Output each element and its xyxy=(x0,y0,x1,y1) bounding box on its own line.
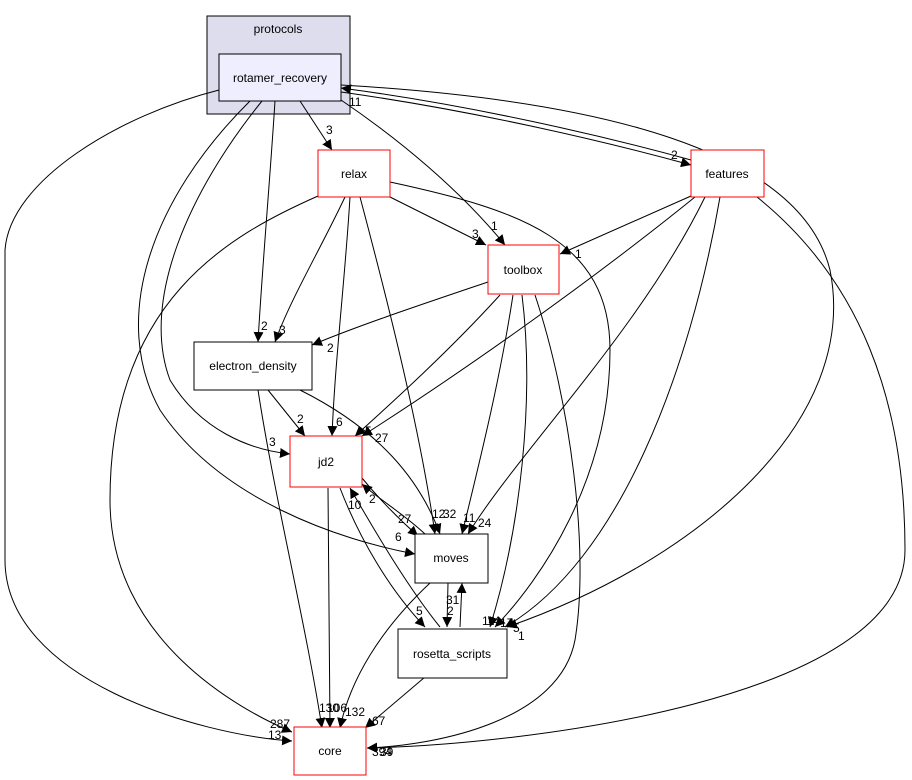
edge-features-moves xyxy=(467,196,706,535)
node-label: rosetta_scripts xyxy=(413,647,491,661)
edge-features-rr xyxy=(340,84,692,161)
edge-moves-rs xyxy=(442,582,453,628)
edges xyxy=(4,84,906,753)
edge-relax-rs xyxy=(389,181,611,628)
edge-label: 27 xyxy=(375,431,389,445)
node-label: toolbox xyxy=(504,263,543,277)
edge-rr-moves xyxy=(137,100,416,558)
edge-jd2-moves xyxy=(361,477,419,537)
edge-toolbox-jd2 xyxy=(354,294,501,437)
cluster-label: protocols xyxy=(254,22,303,36)
edge-label: 12 xyxy=(432,507,446,521)
edge-label: 130 xyxy=(319,701,339,715)
edge-relax-core xyxy=(109,195,319,733)
edge-label: 132 xyxy=(345,705,365,719)
edge-relax-jd2 xyxy=(327,196,351,437)
edge-label: 2 xyxy=(369,492,376,506)
edge-toolbox-moves xyxy=(459,294,514,535)
edge-toolbox-rs xyxy=(488,294,528,628)
edge-label: 6 xyxy=(395,530,402,544)
edge-rs-moves xyxy=(456,582,467,628)
edge-label: 2 xyxy=(327,341,334,355)
edge-label: 5 xyxy=(365,424,372,438)
edge-label: 6 xyxy=(336,415,343,429)
node-toolbox[interactable]: toolbox xyxy=(487,244,560,295)
edge-label: 106 xyxy=(327,701,347,715)
node-label: moves xyxy=(433,551,468,565)
edge-ed-moves xyxy=(299,389,442,535)
edge-rr-features xyxy=(340,91,692,168)
edge-label: 27 xyxy=(398,512,412,526)
edge-label: 3 xyxy=(269,435,276,449)
edge-rs-core xyxy=(364,676,426,729)
node-label: jd2 xyxy=(317,455,334,469)
edge-label: 2 xyxy=(297,412,304,426)
node-label: relax xyxy=(341,167,367,181)
node-label: core xyxy=(318,744,342,758)
edge-label: 10 xyxy=(348,498,362,512)
edge-label: 5 xyxy=(513,621,520,635)
edge-relax-moves xyxy=(359,196,439,535)
edge-rr-ed xyxy=(253,100,276,343)
edge-features-toolbox xyxy=(559,195,692,255)
node-features[interactable]: features xyxy=(690,149,765,198)
edge-label: 32 xyxy=(443,507,457,521)
edge-label: 11 xyxy=(349,95,362,109)
edge-labels: 13 287 3 2 11 1 2 3 3 1 2 2 6 5 27 3 12 … xyxy=(261,95,678,759)
edge-rr-toolbox xyxy=(340,99,506,246)
edge-label: 31 xyxy=(446,593,460,607)
edge-features-rs xyxy=(504,196,721,628)
edge-features-jd2 xyxy=(361,196,696,437)
edge-label: 13 xyxy=(268,728,282,742)
edge-label: 3 xyxy=(326,123,333,137)
edge-label: 14 xyxy=(482,614,496,628)
edge-toolbox-core xyxy=(366,294,581,753)
edge-features-core xyxy=(366,196,906,753)
edge-rr-rs xyxy=(340,84,835,629)
edge-label: 39 xyxy=(380,745,394,759)
edge-moves-core xyxy=(337,582,431,729)
edge-label: 5 xyxy=(416,604,423,618)
edge-toolbox-ed xyxy=(311,281,489,346)
edge-label: 14 xyxy=(487,614,501,628)
edge-label: 67 xyxy=(372,714,386,728)
edge-label: 2 xyxy=(671,148,678,162)
edge-label: 3 xyxy=(472,227,479,241)
edge-rs-jd2 xyxy=(349,487,441,628)
node-label: features xyxy=(705,167,748,181)
node-rosetta-scripts[interactable]: rosetta_scripts xyxy=(397,628,508,679)
node-label: rotamer_recovery xyxy=(233,71,327,85)
edge-label: 24 xyxy=(478,516,492,530)
edge-ed-core xyxy=(257,389,326,729)
edge-relax-ed xyxy=(273,196,346,343)
edge-label: 17 xyxy=(500,616,514,630)
edge-jd2-core xyxy=(324,487,335,729)
edge-rr-jd2 xyxy=(160,100,291,458)
edge-label: 11 xyxy=(463,511,476,525)
edge-label: 287 xyxy=(270,717,290,731)
edge-label: 394 xyxy=(372,745,392,759)
node-relax[interactable]: relax xyxy=(317,149,391,198)
edge-ed-jd2 xyxy=(267,389,306,437)
edge-label: 2 xyxy=(261,319,268,333)
edge-moves-jd2 xyxy=(361,483,426,535)
edge-jd2-rs xyxy=(339,487,426,628)
node-electron-density[interactable]: electron_density xyxy=(193,341,313,391)
node-moves[interactable]: moves xyxy=(414,533,489,584)
edge-relax-toolbox xyxy=(389,196,487,246)
node-label: electron_density xyxy=(209,359,296,373)
node-rotamer-recovery[interactable]: rotamer_recovery xyxy=(218,53,342,102)
edge-label: 1 xyxy=(575,247,582,261)
edge-label: 1 xyxy=(491,219,498,233)
node-core[interactable]: core xyxy=(293,726,367,776)
edge-label: 2 xyxy=(447,604,454,618)
edge-rr-core xyxy=(4,89,293,746)
edge-rr-relax xyxy=(299,100,333,151)
edge-label: 1 xyxy=(518,629,525,643)
node-jd2[interactable]: jd2 xyxy=(289,435,363,488)
edge-label: 3 xyxy=(279,323,286,337)
